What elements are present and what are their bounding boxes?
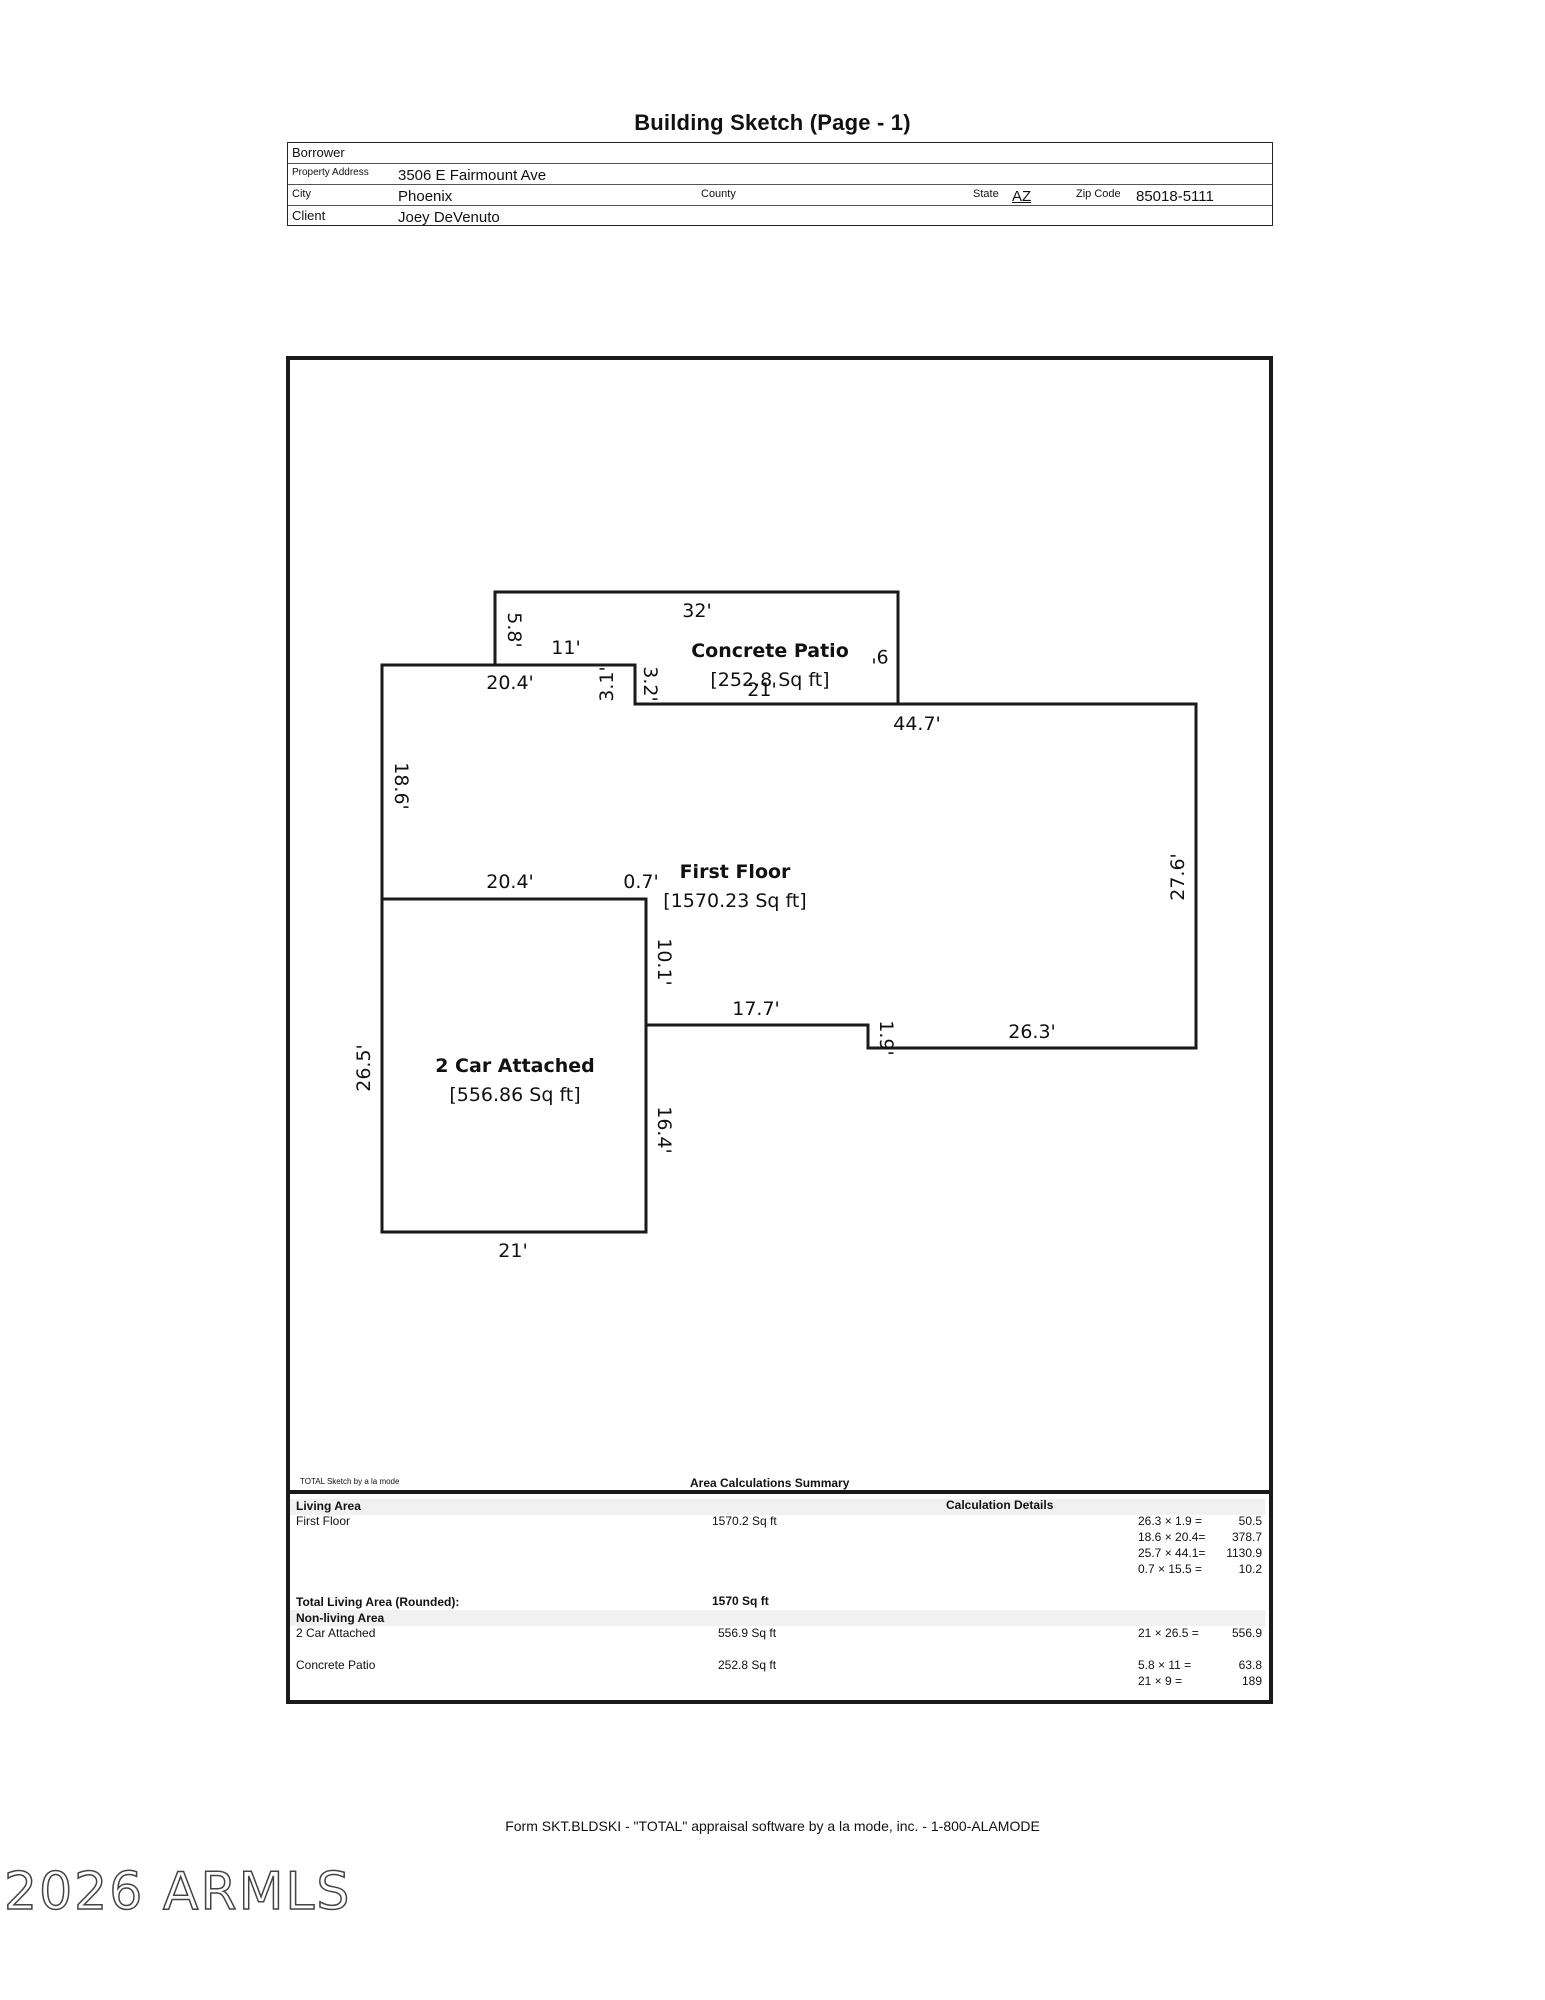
dim-jog-small: 0.7' <box>623 871 658 893</box>
sketch-sheet <box>286 356 1273 1704</box>
address-value: 3506 E Fairmount Ave <box>398 167 547 184</box>
dim-patio-right: 9' <box>871 645 888 667</box>
client-label: Client <box>292 208 326 223</box>
watermark-text: 2026 ARMLS <box>3 1861 352 1923</box>
summary-title: Area Calculations Summary <box>690 1476 850 1490</box>
calc-expr: 0.7 × 15.5 = <box>1138 1562 1203 1576</box>
garage-name: 2 Car Attached <box>435 1055 595 1077</box>
page-title: Building Sketch (Page - 1) <box>634 110 911 135</box>
calc-result: 189 <box>1241 1674 1262 1688</box>
calc-expr: 21 × 26.5 = <box>1138 1626 1199 1640</box>
address-row: Property Address 3506 E Fairmount Ave <box>288 164 1272 185</box>
patio-label: Concrete Patio <box>296 1658 376 1672</box>
first-floor-outline <box>380 663 1198 1050</box>
dim-jog-bottom: 1.9' <box>875 1020 897 1055</box>
dim-floor-top-left: 20.4' <box>486 672 534 694</box>
non-living-label: Non-living Area <box>296 1611 385 1625</box>
calc-expr: 18.6 × 20.4= <box>1138 1530 1206 1544</box>
first-floor-value: 1570.2 Sq ft <box>712 1514 777 1528</box>
calc-result: 50.5 <box>1238 1514 1262 1528</box>
dim-floor-right: 27.6' <box>1167 853 1189 901</box>
dim-garage-right-lower: 16.4' <box>653 1106 675 1154</box>
total-living-value: 1570 Sq ft <box>712 1594 769 1608</box>
area-calculations-summary: Living Area Calculation Details First Fl… <box>286 1490 1273 1704</box>
calc-details-label: Calculation Details <box>946 1498 1054 1512</box>
garage-value: 556.9 Sq ft <box>718 1626 777 1640</box>
patio-value: 252.8 Sq ft <box>718 1658 777 1672</box>
building-sketch: Concrete Patio [252.8 Sq ft] First Floor… <box>353 590 1198 1262</box>
shade-band <box>290 1610 1265 1626</box>
garage-outline <box>380 897 648 1234</box>
patio-area: [252.8 Sq ft] <box>710 669 829 691</box>
calc-result: 63.8 <box>1238 1658 1262 1672</box>
dim-floor-left: 18.6' <box>390 762 412 810</box>
total-living-label: Total Living Area (Rounded): <box>296 1595 460 1609</box>
dim-step-a: 3.1' <box>596 666 618 701</box>
dim-garage-right-upper: 10.1' <box>653 938 675 986</box>
state-value: AZ <box>1012 188 1032 205</box>
zip-value: 85018-5111 <box>1136 188 1214 205</box>
dim-patio-left: 5.8' <box>503 612 525 647</box>
calc-expr: 26.3 × 1.9 = <box>1138 1514 1203 1528</box>
shade-band <box>290 1499 1265 1515</box>
sketch-credit: TOTAL Sketch by a la mode <box>300 1477 400 1486</box>
dim-patio-inner: 11' <box>551 637 580 659</box>
dim-floor-bottom-mid: 17.7' <box>732 998 780 1020</box>
dim-garage-top: 20.4' <box>486 871 534 893</box>
calc-expr: 21 × 9 = <box>1138 1674 1183 1688</box>
form-footer: Form SKT.BLDSKI - "TOTAL" appraisal soft… <box>505 1818 1040 1834</box>
city-label: City <box>292 188 311 200</box>
dim-garage-left: 26.5' <box>353 1044 375 1092</box>
floor-name: First Floor <box>680 861 791 883</box>
calc-result: 556.9 <box>1231 1626 1262 1640</box>
dim-garage-bottom: 21' <box>498 1240 527 1262</box>
borrower-row: Borrower <box>288 143 1272 164</box>
dim-step-b: 3.2' <box>639 666 661 701</box>
property-info-table: Borrower Property Address 3506 E Fairmou… <box>287 142 1273 226</box>
garage-label: 2 Car Attached <box>296 1626 376 1640</box>
client-value: Joey DeVenuto <box>398 209 500 226</box>
borrower-label: Borrower <box>292 145 345 160</box>
city-value: Phoenix <box>398 188 453 205</box>
living-area-label: Living Area <box>296 1499 361 1513</box>
garage-area: [556.86 Sq ft] <box>449 1084 580 1106</box>
dim-patio-top: 32' <box>682 600 711 622</box>
zip-label: Zip Code <box>1076 188 1121 200</box>
patio-name: Concrete Patio <box>691 640 849 662</box>
calc-result: 1130.9 <box>1226 1546 1262 1560</box>
address-label: Property Address <box>292 167 369 178</box>
client-row: Client Joey DeVenuto <box>288 206 1272 227</box>
calc-expr: 25.7 × 44.1= <box>1138 1546 1206 1560</box>
dim-patio-bottom: 21' <box>747 679 776 701</box>
calc-expr: 5.8 × 11 = <box>1138 1658 1192 1672</box>
calc-result: 10.2 <box>1238 1562 1262 1576</box>
city-row: City Phoenix County State AZ Zip Code 85… <box>288 185 1272 206</box>
state-label: State <box>973 188 999 200</box>
calc-result: 378.7 <box>1231 1530 1262 1544</box>
dim-floor-top-right: 44.7' <box>893 713 941 735</box>
dim-floor-bottom-right: 26.3' <box>1008 1021 1056 1043</box>
county-label: County <box>701 188 736 200</box>
floor-area: [1570.23 Sq ft] <box>663 890 806 912</box>
first-floor-label: First Floor <box>296 1514 350 1528</box>
